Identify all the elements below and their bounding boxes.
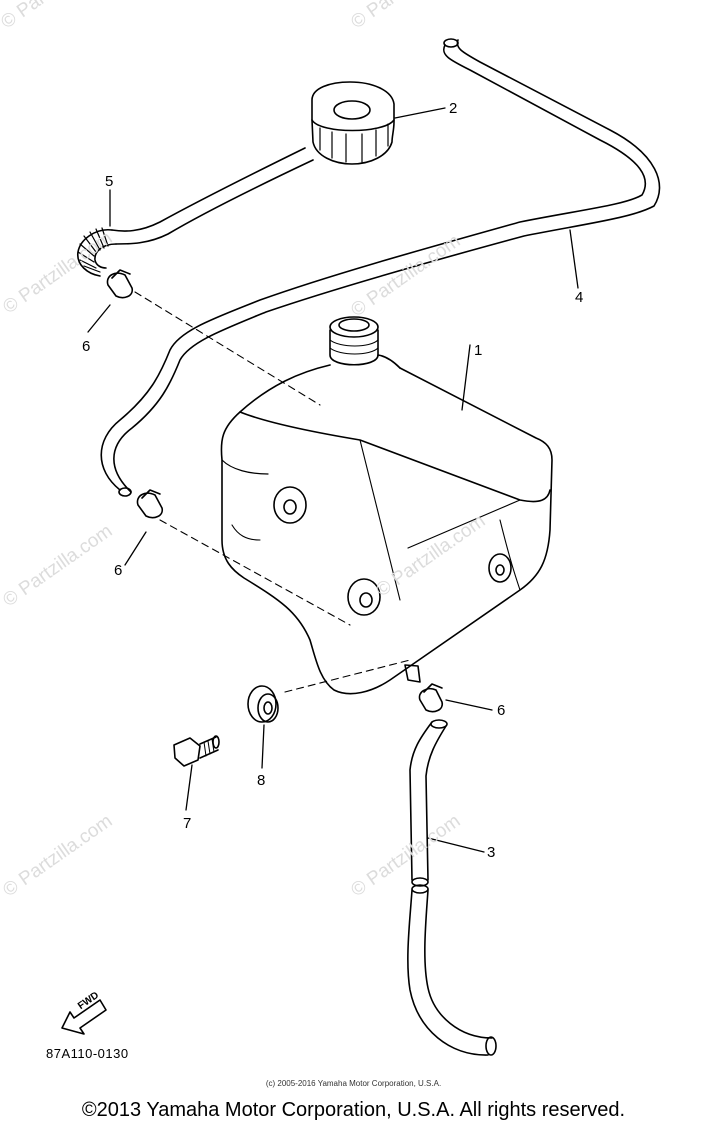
callout-6: 6 — [82, 338, 91, 355]
oil-tank-part-1 — [220, 316, 553, 695]
drain-hose-part-3 — [407, 719, 497, 1056]
tank-cap-part-2 — [311, 81, 395, 165]
callout-4: 4 — [575, 289, 584, 306]
callout-8: 8 — [257, 772, 266, 789]
callout-6: 6 — [114, 562, 123, 579]
callout-3: 3 — [487, 844, 496, 861]
callout-7: 7 — [183, 815, 192, 832]
assembly-lines — [134, 291, 411, 693]
copyright-notice: ©2013 Yamaha Motor Corporation, U.S.A. A… — [81, 1099, 626, 1121]
hose-part-5 — [77, 147, 314, 277]
grommet-part-8 — [247, 685, 279, 723]
hose-clamps-part-6 — [106, 269, 444, 713]
diagram-code: 87A110-0130 — [46, 1046, 129, 1061]
bolt-part-7 — [173, 735, 220, 767]
leader-lines — [87, 107, 579, 853]
fwd-arrow-icon — [61, 999, 107, 1035]
callout-1: 1 — [474, 342, 483, 359]
callout-5: 5 — [105, 173, 114, 190]
copyright-small: (c) 2005-2016 Yamaha Motor Corporation, … — [265, 1079, 442, 1088]
callout-2: 2 — [449, 100, 458, 117]
callout-6: 6 — [497, 702, 506, 719]
breather-hose-part-4 — [100, 38, 661, 497]
